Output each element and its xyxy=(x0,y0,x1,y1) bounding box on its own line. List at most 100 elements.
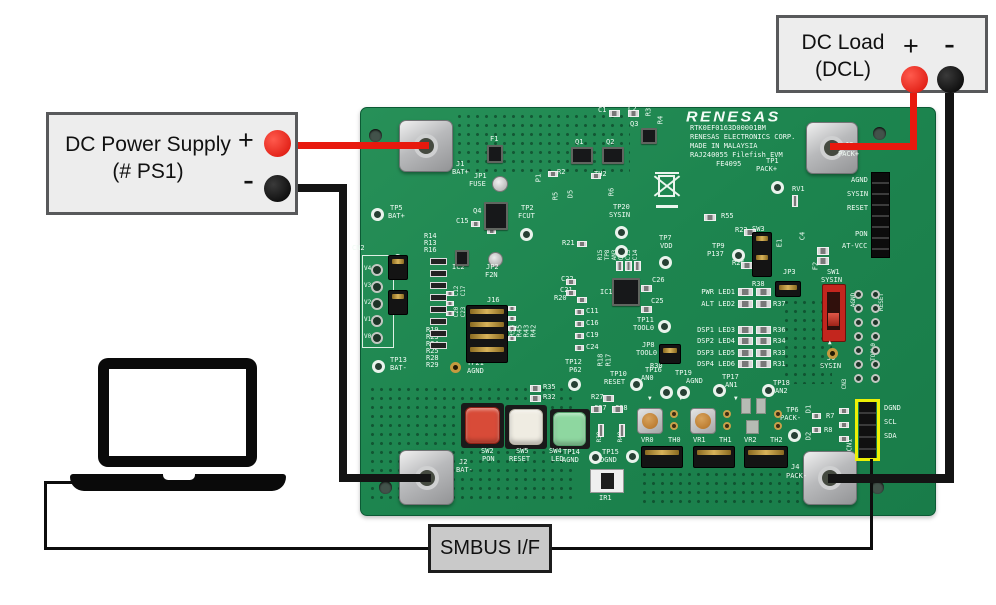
led-component xyxy=(738,288,753,296)
ic-chip xyxy=(487,145,503,163)
ic-chip xyxy=(455,250,469,266)
weee-lid xyxy=(655,172,679,174)
silkscreen-label: SW2 xyxy=(481,447,494,455)
thermistor-hole xyxy=(774,422,782,430)
silkscreen-label: TP11 xyxy=(637,316,654,324)
silkscreen-label: R31 xyxy=(773,360,786,368)
weee-icon xyxy=(652,167,682,211)
cn3-hole xyxy=(870,373,880,383)
ps-negative-connector xyxy=(264,175,291,202)
led-component xyxy=(738,337,753,345)
silkscreen-label: R37 xyxy=(773,300,786,308)
silkscreen-label: Q1 xyxy=(575,138,584,146)
silkscreen-label: Q4 xyxy=(473,207,482,215)
smd-component xyxy=(471,221,480,227)
smd-component xyxy=(430,258,447,265)
silkscreen-label: V1 xyxy=(364,316,372,323)
test-point xyxy=(677,386,690,399)
silkscreen-label: R4 xyxy=(656,115,665,125)
silkscreen-label: R30 xyxy=(650,362,663,370)
silkscreen-label: R28 xyxy=(426,354,439,362)
wire-smbus xyxy=(44,481,47,550)
cn2-hole xyxy=(371,264,383,276)
smd-component xyxy=(575,321,584,327)
silkscreen-label: BAT- xyxy=(390,364,407,372)
mounting-hole xyxy=(871,481,884,494)
silkscreen-label: PON xyxy=(855,230,868,238)
smd-component xyxy=(566,290,576,296)
silkscreen-label: R17 xyxy=(604,353,613,367)
silkscreen-label: TP7 xyxy=(659,234,672,242)
gold-test-pin xyxy=(450,362,461,373)
ps-plus-sign: + xyxy=(238,125,254,155)
silkscreen-label: D1 xyxy=(804,404,813,414)
jumper-pin xyxy=(392,259,404,264)
ic-chip xyxy=(641,128,657,144)
silkscreen-label: IC1 xyxy=(600,288,613,296)
jumper-pin xyxy=(697,450,731,455)
smd-component xyxy=(619,424,625,437)
silkscreen-label: BAT+ xyxy=(452,168,469,176)
wire-smbus xyxy=(870,459,873,550)
led-label: DSP2 LED4 xyxy=(697,337,735,345)
ic-chip xyxy=(484,202,508,230)
cn2-hole xyxy=(371,281,383,293)
test-point xyxy=(589,451,602,464)
silkscreen-label: TP5 xyxy=(390,204,403,212)
cn2-hole xyxy=(371,298,383,310)
silkscreen-label: R6 xyxy=(607,187,616,197)
smd-component xyxy=(430,294,447,301)
laptop-screen xyxy=(98,358,257,467)
smd-component xyxy=(508,336,516,341)
silkscreen-label: TP13 xyxy=(390,356,407,364)
smd-component xyxy=(430,318,447,325)
silkscreen-label: C4 xyxy=(798,231,807,241)
silkscreen-label: PACK+ xyxy=(756,165,778,173)
silkscreen-label: FUSE xyxy=(469,180,486,188)
silkscreen-label: R26 xyxy=(732,259,745,267)
silkscreen-label: C17 xyxy=(460,285,467,297)
silkscreen-label: R3 xyxy=(644,107,653,117)
smd-component xyxy=(634,261,641,271)
test-point xyxy=(568,378,581,391)
silkscreen-label: J2 xyxy=(459,458,468,466)
led-resistor xyxy=(756,360,771,368)
silkscreen-label: P62 xyxy=(569,366,582,374)
silkscreen-label: R13 xyxy=(424,239,437,247)
trimmer xyxy=(488,252,503,267)
test-point xyxy=(659,256,672,269)
silkscreen-label: TP9 xyxy=(712,242,725,250)
test-point xyxy=(660,386,673,399)
smd-component xyxy=(612,406,623,413)
silkscreen-label: TP15 xyxy=(602,448,619,456)
silkscreen-label: AGND xyxy=(467,367,484,375)
smd-component xyxy=(430,330,447,337)
cn3-hole xyxy=(870,317,880,327)
weee-bar xyxy=(656,205,678,208)
smd-component xyxy=(812,427,821,433)
silkscreen-label: V4 xyxy=(364,265,372,272)
silkscreen-label: JP3 xyxy=(783,268,796,276)
silkscreen-label: R8 xyxy=(824,426,833,434)
silkscreen-label: TH0 xyxy=(668,436,681,444)
smd-component xyxy=(792,195,798,207)
cn3-hole xyxy=(853,359,863,369)
cn3-hole xyxy=(870,345,880,355)
jumper-pin xyxy=(645,450,679,455)
test-point xyxy=(788,429,801,442)
smd-component xyxy=(591,173,601,179)
silkscreen-label: AGND xyxy=(562,456,579,464)
silkscreen-label: Q2 xyxy=(606,138,615,146)
silkscreen-label: R14 xyxy=(424,232,437,240)
silkscreen-label: C25 xyxy=(651,297,664,305)
jumper-pin xyxy=(748,450,784,455)
silkscreen-label: TH1 xyxy=(719,436,732,444)
led-resistor xyxy=(756,349,771,357)
smd-component xyxy=(598,424,604,437)
dc-power-supply-label: DC Power Supply xyxy=(65,133,231,156)
silkscreen-label: SYSIN xyxy=(847,190,869,198)
pot-dial xyxy=(695,413,711,429)
led-label: DSP1 LED3 xyxy=(697,326,735,334)
board-id-text: RENESAS ELECTRONICS CORP. xyxy=(690,133,796,141)
smd-component xyxy=(446,291,454,296)
